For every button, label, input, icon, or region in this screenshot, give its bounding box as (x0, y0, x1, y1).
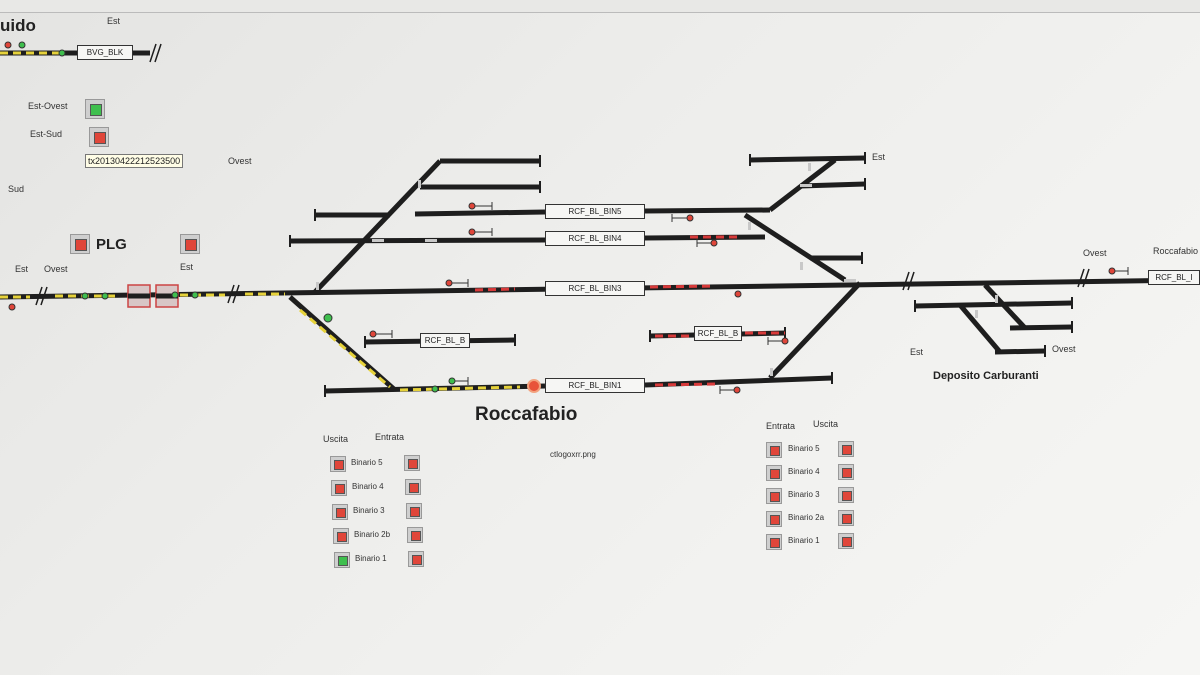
plg-label: PLG (96, 236, 127, 253)
left-binario-entrata-button[interactable] (408, 551, 424, 567)
est-label-left: Est (15, 264, 29, 274)
block-bvg[interactable]: BVG_BLK (77, 45, 133, 60)
block-bin4[interactable]: RCF_BL_BIN4 (545, 231, 645, 246)
right-binario-row-label: Binario 3 (788, 490, 820, 499)
left-binario-entrata-button[interactable] (407, 527, 423, 543)
block-bin5[interactable]: RCF_BL_BIN5 (545, 204, 645, 219)
block-bin2-right[interactable]: RCF_BL_B (694, 326, 742, 341)
tooltip: tx20130422212523500 (85, 154, 184, 168)
left-binario-row-label: Binario 4 (352, 482, 384, 491)
right-binario-entrata-button[interactable] (766, 442, 782, 458)
right-col-uscita: Uscita (813, 419, 839, 429)
track-bin4-left (289, 237, 546, 244)
depot-label: Deposito Carburanti (933, 370, 1039, 382)
ovest-label-left: Ovest (44, 264, 68, 274)
block-bin1[interactable]: RCF_BL_BIN1 (545, 378, 645, 393)
block-bin2-left[interactable]: RCF_BL_B (420, 333, 470, 348)
right-binario-entrata-button[interactable] (766, 534, 782, 550)
track-stub-est-top (749, 155, 866, 163)
ovest-label-right: Ovest (1083, 248, 1107, 258)
est-label-plg: Est (180, 262, 194, 272)
left-binario-row-label: Binario 1 (355, 554, 387, 563)
left-binario-uscita-button[interactable] (330, 456, 346, 472)
top-est-label: Est (107, 16, 121, 26)
track-bin1-right (644, 375, 833, 388)
right-binario-entrata-button[interactable] (766, 488, 782, 504)
window-top-edge (0, 0, 1200, 13)
signals (4, 41, 1129, 394)
image-caption: ctlogoxrr.png (550, 450, 596, 459)
left-binario-uscita-button[interactable] (331, 480, 347, 496)
left-binario-entrata-button[interactable] (406, 503, 422, 519)
right-binario-entrata-button[interactable] (766, 511, 782, 527)
route-est-ovest-button[interactable] (85, 99, 105, 119)
track-depot-switch (983, 283, 1027, 330)
track-end-bars (289, 152, 1073, 397)
track-lines (0, 50, 1200, 394)
right-binario-uscita-button[interactable] (838, 487, 854, 503)
left-binario-row-label: Binario 2b (354, 530, 391, 539)
track-depot-2 (1009, 324, 1073, 331)
right-binario-uscita-button[interactable] (838, 533, 854, 549)
plg-left-button[interactable] (70, 234, 90, 254)
right-binario-uscita-button[interactable] (838, 441, 854, 457)
track-bin5-left (414, 209, 546, 217)
station-name: Roccafabio (475, 404, 578, 425)
right-binario-row-label: Binario 4 (788, 467, 820, 476)
right-binario-row-label: Binario 2a (788, 513, 825, 522)
right-binario-entrata-button[interactable] (766, 465, 782, 481)
track-depot-3 (994, 348, 1046, 355)
route-est-sud-button[interactable] (89, 127, 109, 147)
left-binario-uscita-button[interactable] (334, 552, 350, 568)
plg-right-button[interactable] (180, 234, 200, 254)
track-switch-left-down (288, 295, 397, 392)
left-binario-row-label: Binario 5 (351, 458, 383, 467)
occupied-segments (0, 51, 785, 392)
roccafabio-e-label: Roccafabio E (1153, 246, 1200, 256)
right-col-entrata: Entrata (766, 421, 796, 431)
track-bin5-right (644, 207, 771, 214)
track-joints (35, 43, 1090, 306)
left-binario-row-label: Binario 3 (353, 506, 385, 515)
track-switch-right-down (768, 281, 862, 380)
ovest-label-depot: Ovest (1052, 344, 1076, 354)
sud-label: Sud (8, 184, 25, 194)
window-title-partial: uido (0, 16, 36, 35)
track-switch-left-up (313, 159, 442, 294)
switch-markers (316, 163, 998, 376)
route-est-ovest-label: Est-Ovest (28, 101, 68, 111)
track-depot-switch-2 (958, 303, 1002, 354)
right-binario-uscita-button[interactable] (838, 510, 854, 526)
left-col-uscita: Uscita (323, 434, 349, 444)
left-binario-entrata-button[interactable] (404, 455, 420, 471)
est-label-right: Est (872, 152, 886, 162)
block-right-edge[interactable]: RCF_BL_I (1148, 270, 1200, 285)
right-binario-row-label: Binario 5 (788, 444, 820, 453)
route-est-sud-label: Est-Sud (30, 129, 63, 139)
left-binario-uscita-button[interactable] (333, 528, 349, 544)
left-binario-entrata-button[interactable] (405, 479, 421, 495)
right-binario-row-label: Binario 1 (788, 536, 820, 545)
track-switch-right-bin4 (743, 212, 847, 283)
ovest-label-top: Ovest (228, 156, 252, 166)
block-bin3[interactable]: RCF_BL_BIN3 (545, 281, 645, 296)
track-depot-1 (914, 300, 1073, 309)
left-binario-uscita-button[interactable] (332, 504, 348, 520)
right-binario-uscita-button[interactable] (838, 464, 854, 480)
est-label-depot: Est (910, 347, 924, 357)
left-col-entrata: Entrata (375, 432, 405, 442)
